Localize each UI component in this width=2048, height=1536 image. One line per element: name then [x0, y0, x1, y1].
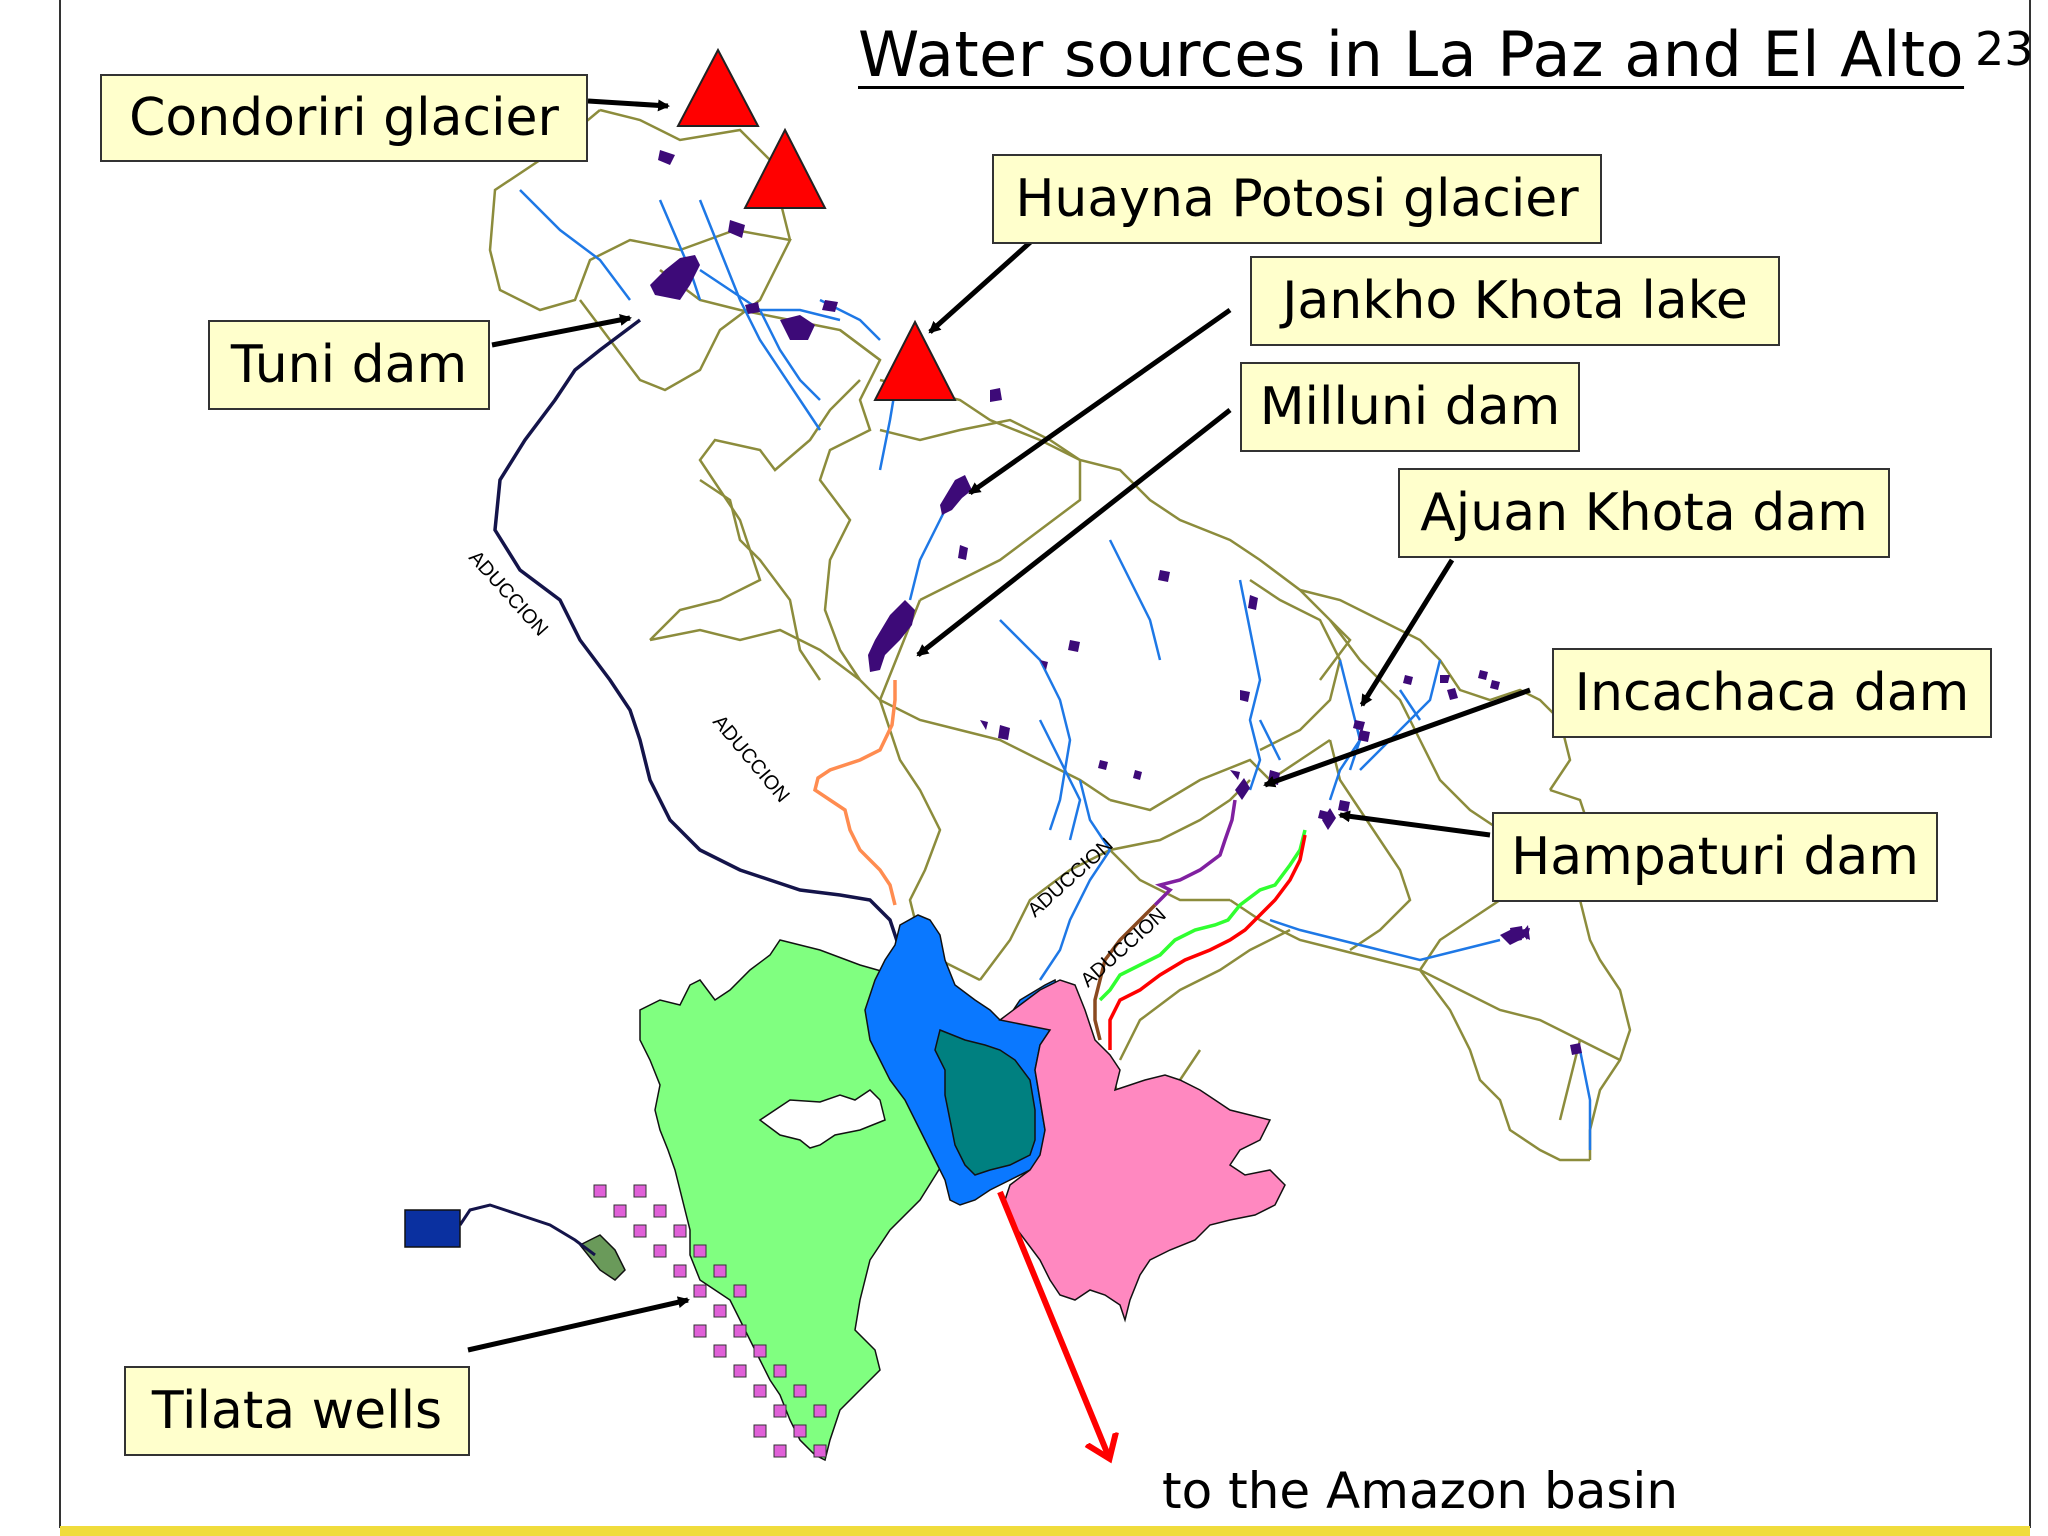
arrow-condoriri: [587, 98, 670, 112]
label-huayna: Huayna Potosi glacier: [992, 154, 1602, 244]
huayna-potosi-glacier-icon: [873, 319, 957, 401]
la-paz-pink-area: [998, 979, 1286, 1323]
frame-right: [2029, 0, 2031, 1528]
lakes: [650, 150, 1582, 1055]
label-condoriri: Condoriri glacier: [100, 74, 588, 162]
la-paz-teal-area: [934, 1028, 1036, 1176]
tilata-wells: [593, 1184, 827, 1458]
pipelines: [493, 318, 1307, 1050]
arrow-milluni: [916, 408, 1232, 657]
pipe-hampaturi-green: [1098, 829, 1307, 1002]
label-milluni: Milluni dam: [1240, 362, 1580, 452]
pipe-incachaca: [1153, 799, 1237, 907]
label-incachaca: Incachaca dam: [1552, 648, 1992, 738]
airport: [758, 1089, 886, 1149]
glaciers: [676, 47, 957, 401]
arrow-incachaca: [1263, 687, 1531, 788]
footer-bar: [60, 1526, 2030, 1536]
pipe-tuni: [493, 318, 902, 951]
pipe-hampaturi-red: [1108, 834, 1307, 1050]
condoriri-glacier-icon-1: [676, 47, 760, 127]
arrow-huayna: [928, 236, 1037, 334]
label-ajuan: Ajuan Khota dam: [1398, 468, 1890, 558]
label-tuni: Tuni dam: [208, 320, 490, 410]
aduccion-label-2: ADUCCION: [708, 711, 793, 807]
treatment-plant-patch: [578, 1234, 626, 1281]
amazon-caption: to the Amazon basin: [1162, 1462, 1679, 1520]
arrow-jankho: [968, 307, 1232, 496]
label-tilata: Tilata wells: [124, 1366, 470, 1456]
arrow-tuni: [491, 314, 632, 348]
frame-left: [59, 0, 61, 1528]
pipe-tilata: [458, 1203, 596, 1257]
label-hampaturi: Hampaturi dam: [1492, 812, 1938, 902]
arrow-ajuan: [1359, 558, 1455, 707]
arrow-tilata: [467, 1296, 690, 1353]
slide-number: 23: [1975, 22, 2034, 76]
pipe-milluni: [813, 680, 897, 906]
storage-tank-icon: [404, 1209, 461, 1248]
aduccion-label-1: ADUCCION: [464, 547, 552, 641]
page-title: Water sources in La Paz and El Alto: [858, 18, 1965, 91]
label-arrows: [467, 98, 1531, 1353]
condoriri-glacier-icon-2: [743, 127, 827, 209]
arrow-hampaturi: [1338, 810, 1491, 838]
label-jankho: Jankho Khota lake: [1250, 256, 1780, 346]
pipe-incachaca-brown: [1093, 903, 1157, 1041]
aduccion-label-3: ADUCCION: [1024, 834, 1118, 922]
amazon-arrow: [997, 1190, 1108, 1455]
